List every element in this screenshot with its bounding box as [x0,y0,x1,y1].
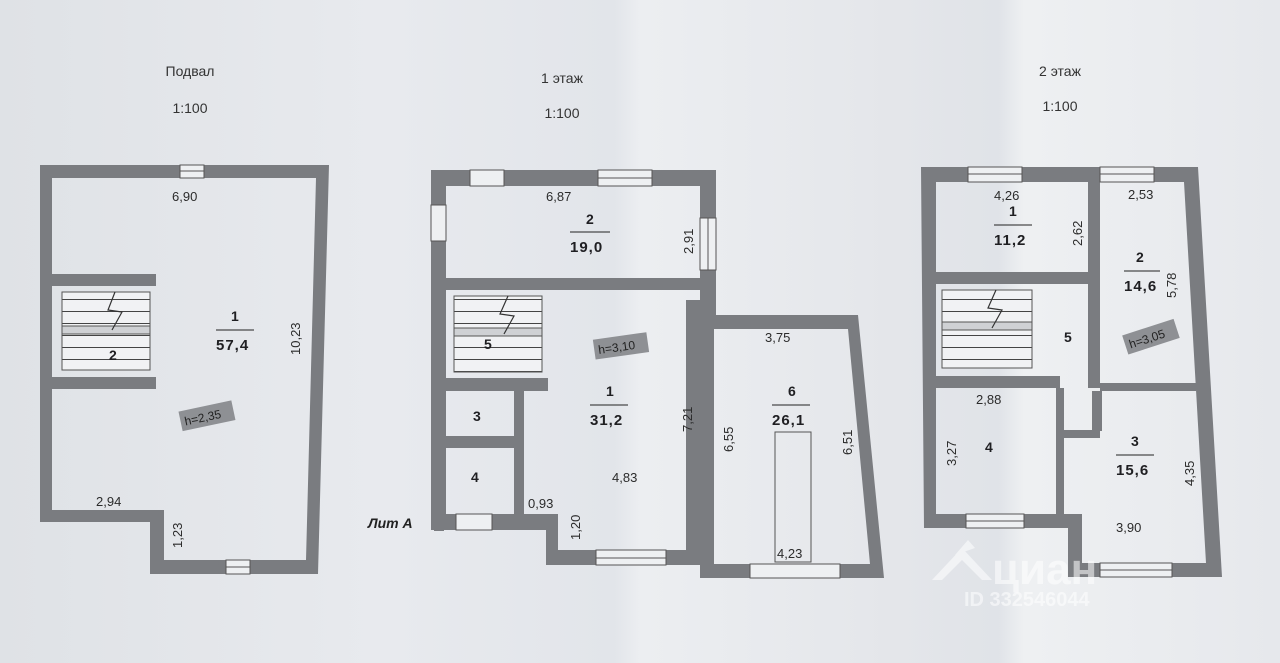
basement-height-badge [178,400,236,432]
floor1-height-badge [592,332,650,360]
floor2-dim-r1-top: 4,26 [994,188,1019,203]
floor1-dim-r6-bottom: 4,23 [777,546,802,561]
floor1-room-2-area: 19,0 [570,239,603,256]
floor2-room-1-area: 11,2 [994,232,1026,249]
floor2-outer-wall [921,167,1222,577]
floor2-room-5-number: 5 [1064,329,1072,345]
floor1-plan: 6,87 2 19,0 2,91 h=3,10 5 1 31,2 7,21 4,… [367,169,884,579]
basement-room-2-number: 2 [109,347,117,363]
floor2-dim-r4-left: 3,27 [944,441,959,466]
cian-watermark: циан ID 332546044 [932,540,1097,611]
basement-room-1-number: 1 [231,308,239,324]
floor2-dim-r3-right: 4,35 [1182,461,1197,486]
floor1-dim-r6-left: 6,55 [721,427,736,452]
floor1-scale: 1:100 [544,105,580,121]
floor1-wall-rooms34 [434,391,444,531]
floor1-title: 1 этаж [541,70,583,86]
floor2-dim-r4-top: 2,88 [976,392,1001,407]
floor1-garage-pit [774,431,812,563]
watermark-brand: циан [992,545,1097,594]
floor1-wall-room2 [446,278,700,290]
basement-stair-wall-bottom [52,377,156,389]
basement-dim-right: 10,23 [288,322,303,355]
basement-room-1-area: 57,4 [216,337,249,354]
floor1-dim-r6-right: 6,51 [840,430,855,455]
basement-dim-bottom-step: 1,23 [170,523,185,548]
floor1-room-2-number: 2 [586,211,594,227]
floor2-room-3-area: 15,6 [1116,462,1149,479]
floor2-dim-r3-bottom: 3,90 [1116,520,1141,535]
floor1-window-3 [430,204,447,242]
floor1-dim-r1-step-v: 1,20 [568,515,583,540]
floor1-dim-r1-right: 7,21 [680,407,695,432]
floor1-door [455,513,493,531]
floor2-room-4-number: 4 [985,439,993,455]
floor1-garage-gate [749,563,841,579]
floor2-title: 2 этаж [1039,63,1081,79]
floor2-dim-r1-right: 2,62 [1070,221,1085,246]
floor1-room-6-number: 6 [788,383,796,399]
basement-title: Подвал [165,63,215,79]
cian-logo-icon [932,540,992,580]
floor1-room-1-number: 1 [606,383,614,399]
floor2-room-1-number: 1 [1009,203,1017,219]
floor1-window-1 [469,169,505,187]
floor1-dim-r1-bottom: 4,83 [612,470,637,485]
floor1-room-5-number: 5 [484,336,492,352]
floor1-height-label: h=3,10 [597,338,636,357]
floor2-room-2-area: 14,6 [1124,278,1157,295]
floor2-plan: 4,26 1 11,2 2,62 2,53 2 14,6 5,78 h=3,05… [921,166,1222,578]
floor1-lit-label: Лит А [367,515,413,531]
floor1-dim-r2-right: 2,91 [681,229,696,254]
floor2-dim-r2-top: 2,53 [1128,187,1153,202]
floor2-dim-r2-right: 5,78 [1164,273,1179,298]
basement-stair-wall-top [52,274,156,286]
floor1-room-3-number: 3 [473,408,481,424]
floor2-room-2-number: 2 [1136,249,1144,265]
floor1-wall-stair-bottom [446,378,548,391]
watermark-id: ID 332546044 [964,589,1091,611]
floor1-room-6-area: 26,1 [772,412,805,429]
floor2-room-3-number: 3 [1131,433,1139,449]
floor1-room-1-area: 31,2 [590,412,623,429]
floor1-dim-r1-step: 0,93 [528,496,553,511]
basement-scale: 1:100 [172,100,208,116]
floor1-dim-top: 6,87 [546,189,571,204]
floor1-room-4-number: 4 [471,469,479,485]
floor2-height-badge [1122,318,1180,355]
basement-dim-top: 6,90 [172,189,197,204]
floor2-scale: 1:100 [1042,98,1078,114]
floor1-dim-r6-top: 3,75 [765,330,790,345]
basement-dim-bottom-left: 2,94 [96,494,121,509]
basement-plan: 6,90 10,23 2,94 1,23 1 57,4 2 h=2,35 [40,164,329,575]
